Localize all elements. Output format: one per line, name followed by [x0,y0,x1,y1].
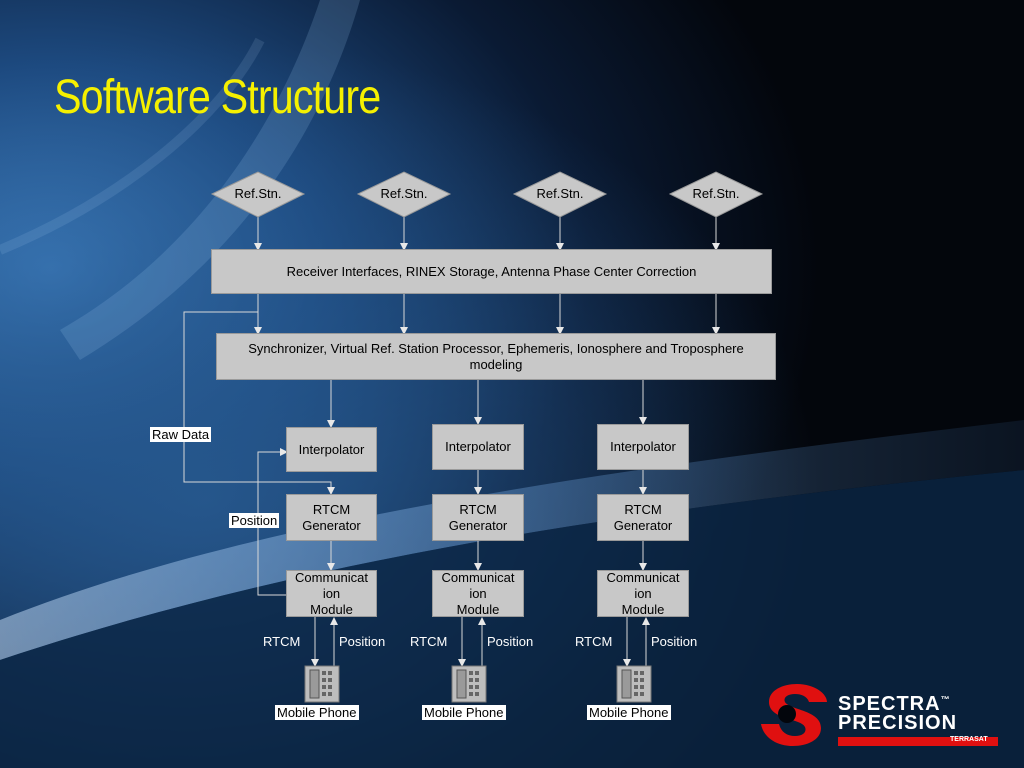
rtcm-generator-line2: Generator [302,517,361,533]
mobile-phone-label-3: Mobile Phone [587,705,671,720]
comm-module-line2: ion [634,585,652,601]
rtcm-generator-line1: RTCM [459,501,497,517]
communication-module-box-3: Communicat ion Module [597,570,689,617]
rtcm-generator-line2: Generator [613,517,673,533]
comm-module-line1: Communicat [606,569,680,585]
comm-module-line1: Communicat [441,569,515,585]
rtcm-generator-box-2: RTCM Generator [432,494,524,541]
mobile-phone-label-2: Mobile Phone [422,705,506,720]
ref-station-diamond-2 [356,171,452,218]
mobile-phone-icon-1 [304,665,340,703]
position-up-label-2: Position [487,634,534,649]
ref-station-label-4: Ref.Stn. [692,186,740,201]
ref-station-diamond-4 [668,171,764,218]
position-up-label-3: Position [651,634,698,649]
raw-data-label: Raw Data [150,427,212,442]
logo-trademark: ™ [940,694,951,705]
rtcm-generator-line1: RTCM [312,501,351,517]
rtcm-down-label-2: RTCM [410,634,448,649]
synchronizer-box: Synchronizer, Virtual Ref. Station Proce… [216,333,776,380]
interpolator-box-2: Interpolator [432,424,524,470]
comm-module-line2: ion [469,585,487,601]
spectra-logo-icon [761,684,827,746]
ref-station-label-2: Ref.Stn. [380,186,428,201]
logo-line1-text: SPECTRA [838,693,941,715]
comm-module-line2: ion [322,585,341,601]
logo-line2: PRECISION [838,712,958,734]
mobile-phone-label-1: Mobile Phone [275,705,359,720]
communication-module-box-2: Communicat ion Module [432,570,524,617]
communication-module-box-1: Communicat ion Module [286,570,377,617]
rtcm-generator-box-3: RTCM Generator [597,494,689,541]
receiver-interfaces-box: Receiver Interfaces, RINEX Storage, Ante… [211,249,772,294]
rtcm-down-label-3: RTCM [575,634,613,649]
ref-station-diamond-1 [210,171,306,218]
comm-module-line1: Communicat [295,569,368,585]
rtcm-generator-box-1: RTCM Generator [286,494,377,541]
page-title: Software Structure [54,71,381,124]
ref-station-diamond-3 [512,171,608,218]
logo-underline [838,737,998,746]
logo-line1: SPECTRA™ [838,693,951,716]
comm-module-line3: Module [310,601,353,617]
comm-module-line3: Module [456,601,500,617]
rtcm-generator-line2: Generator [448,517,508,533]
comm-module-line3: Module [621,601,665,617]
mobile-phone-icon-2 [451,665,487,703]
mobile-phone-icon-3 [616,665,652,703]
position-up-label-1: Position [339,634,386,649]
logo-sub: TERRASAT [950,736,988,743]
rtcm-generator-line1: RTCM [624,501,662,517]
ref-station-label-3: Ref.Stn. [536,186,584,201]
position-label: Position [229,513,280,528]
interpolator-box-3: Interpolator [597,424,689,470]
ref-station-label-1: Ref.Stn. [234,186,282,201]
interpolator-box-1: Interpolator [286,427,377,472]
rtcm-down-label-1: RTCM [263,634,301,649]
